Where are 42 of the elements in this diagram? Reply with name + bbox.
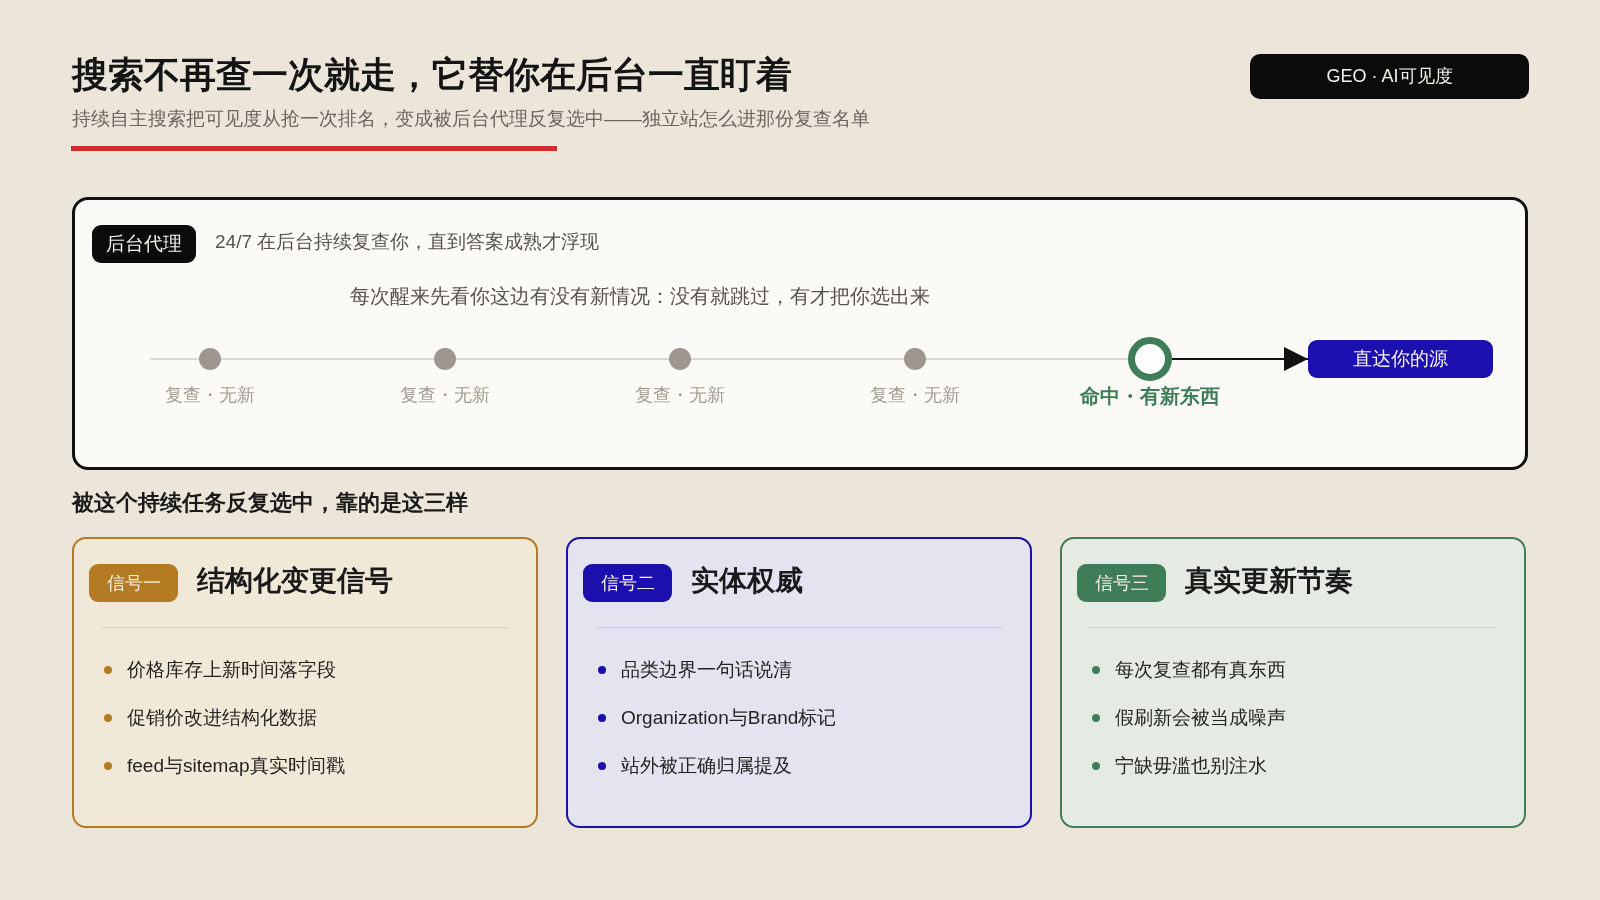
section-tag: 后台代理 xyxy=(92,225,196,263)
card-heading: 结构化变更信号 xyxy=(197,564,393,598)
card-heading: 真实更新节奏 xyxy=(1185,564,1353,598)
dot-caption: 复查・无新 xyxy=(870,385,960,405)
status-dot-icon xyxy=(199,348,221,370)
page-title: 搜索不再查一次就走，它替你在后台一直盯着 xyxy=(72,53,792,97)
bullet-text: 每次复查都有真东西 xyxy=(1115,658,1286,682)
bullet-text: feed与sitemap真实时间戳 xyxy=(127,754,345,778)
signal-card xyxy=(72,537,538,828)
panel-description: 24/7 在后台持续复查你，直到答案成熟才浮现 xyxy=(215,230,600,254)
section-tag: 信号一 xyxy=(89,564,178,602)
timeline-line xyxy=(925,358,1129,360)
bullet-text: 价格库存上新时间落字段 xyxy=(127,658,336,682)
dot-caption: 复查・无新 xyxy=(165,385,255,405)
agent-panel xyxy=(72,197,1528,470)
panel-note: 每次醒来先看你这边有没有新情况：没有就跳过，有才把你选出来 xyxy=(350,284,930,309)
subtitle: 持续自主搜索把可见度从抢一次排名，变成被后台代理反复选中——独立站怎么进那份复查名单 xyxy=(72,107,870,131)
timeline-line xyxy=(690,358,905,360)
signal-card xyxy=(1060,537,1526,828)
topic-badge: GEO · AI可见度 xyxy=(1250,54,1529,99)
card-heading: 实体权威 xyxy=(691,564,803,598)
destination-tag: 直达你的源 xyxy=(1308,340,1493,378)
bullet-text: 假刷新会被当成噪声 xyxy=(1115,706,1286,730)
section-heading: 被这个持续任务反复选中，靠的是这三样 xyxy=(72,489,468,517)
dot-caption: 复查・无新 xyxy=(635,385,725,405)
timeline-line xyxy=(220,358,435,360)
bullet-text: 促销价改进结构化数据 xyxy=(127,706,317,730)
status-dot-icon xyxy=(904,348,926,370)
section-tag: 信号二 xyxy=(583,564,672,602)
dot-caption: 复查・无新 xyxy=(400,385,490,405)
status-dot-icon xyxy=(669,348,691,370)
bullet-text: 站外被正确归属提及 xyxy=(621,754,792,778)
signal-card xyxy=(566,537,1032,828)
bullet-text: Organization与Brand标记 xyxy=(621,706,837,730)
section-tag: 信号三 xyxy=(1077,564,1166,602)
dot-caption: 命中・有新东西 xyxy=(1080,385,1220,407)
arrow xyxy=(1171,347,1309,371)
bullet-text: 品类边界一句话说清 xyxy=(621,658,792,682)
ring-marker-icon xyxy=(1128,337,1172,381)
bullet-text: 宁缺毋滥也别注水 xyxy=(1115,754,1267,778)
status-dot-icon xyxy=(434,348,456,370)
timeline-line xyxy=(455,358,670,360)
